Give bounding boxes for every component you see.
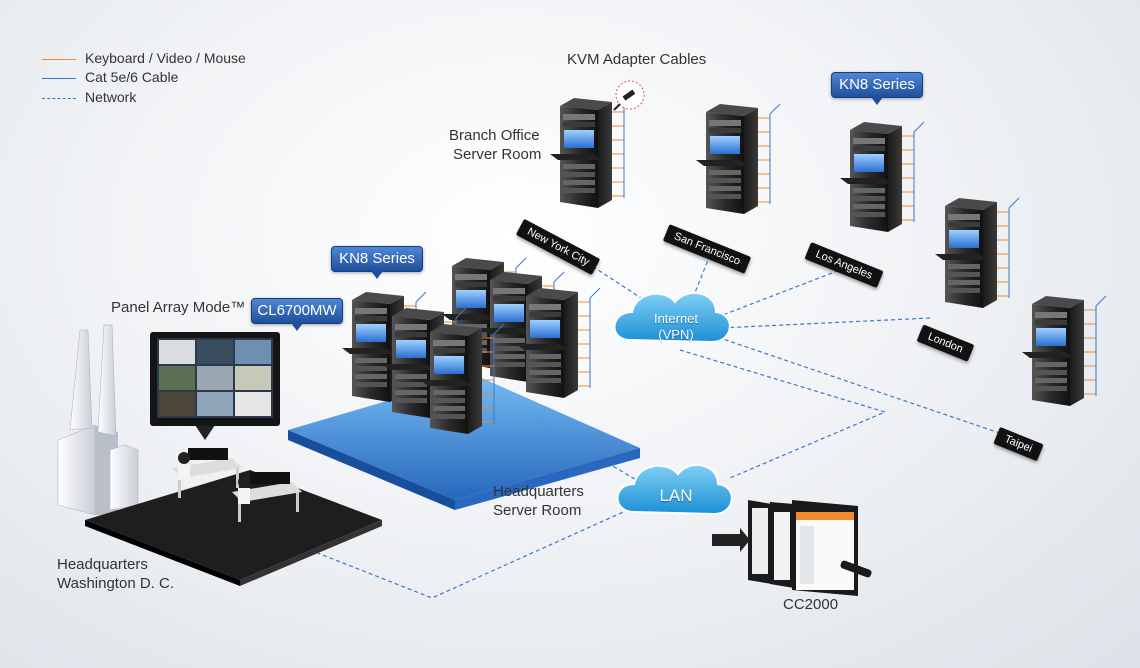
hq-server-room-label-line1: Headquarters bbox=[493, 483, 584, 500]
rack-los-angeles bbox=[839, 121, 925, 233]
cc2000-label: CC2000 bbox=[783, 596, 839, 613]
panel-array-label: Panel Array Mode™ bbox=[111, 299, 246, 316]
legend-label-cat5e: Cat 5e/6 Cable bbox=[85, 69, 179, 85]
cc2000-screens-icon bbox=[712, 500, 872, 596]
hq-server-platform bbox=[288, 375, 640, 510]
kvm-adapter-label: KVM Adapter Cables bbox=[567, 51, 707, 68]
branch-office-label-line2: Server Room bbox=[453, 146, 542, 163]
internet-cloud-label-line1: Internet bbox=[653, 311, 699, 326]
hq-server-room-label-line2: Server Room bbox=[493, 502, 582, 519]
legend-label-network: Network bbox=[85, 89, 137, 105]
cl6700mw-badge: CL6700MW bbox=[251, 298, 343, 331]
lan-cloud-label: LAN bbox=[659, 486, 693, 505]
link-hq-dc-lan bbox=[309, 499, 651, 599]
hq-dc-label-line1: Headquarters bbox=[57, 556, 148, 573]
link-internet-lan bbox=[679, 349, 887, 479]
internet-cloud-label-line2: (VPN) bbox=[658, 327, 694, 342]
headquarters-building-icon bbox=[57, 324, 139, 516]
link-taipei-internet bbox=[719, 337, 1021, 441]
kn8-series-badge-hq: KN8 Series bbox=[331, 246, 423, 279]
branch-office-label-line1: Branch Office bbox=[449, 127, 540, 144]
legend-swatch-network bbox=[42, 98, 76, 99]
legend-swatch-cat5e bbox=[42, 78, 76, 79]
operator-floor bbox=[85, 425, 382, 586]
link-losangeles-internet bbox=[714, 267, 846, 319]
legend-swatch-kvm bbox=[42, 59, 76, 60]
hq-dc-label-line2: Washington D. C. bbox=[57, 575, 174, 592]
lan-cloud-icon bbox=[616, 464, 733, 516]
kvm-adapter-icon bbox=[613, 80, 645, 111]
rack-san-francisco bbox=[695, 103, 781, 215]
rack-new-york bbox=[549, 97, 635, 209]
panel-array-monitor bbox=[150, 332, 280, 426]
link-london-internet bbox=[719, 317, 931, 329]
rack-london bbox=[934, 197, 1020, 309]
rack-taipei bbox=[1021, 295, 1107, 407]
kn8-series-badge-branch: KN8 Series bbox=[831, 72, 923, 105]
internet-cloud-icon bbox=[613, 292, 731, 344]
legend-label-kvm: Keyboard / Video / Mouse bbox=[85, 50, 246, 66]
